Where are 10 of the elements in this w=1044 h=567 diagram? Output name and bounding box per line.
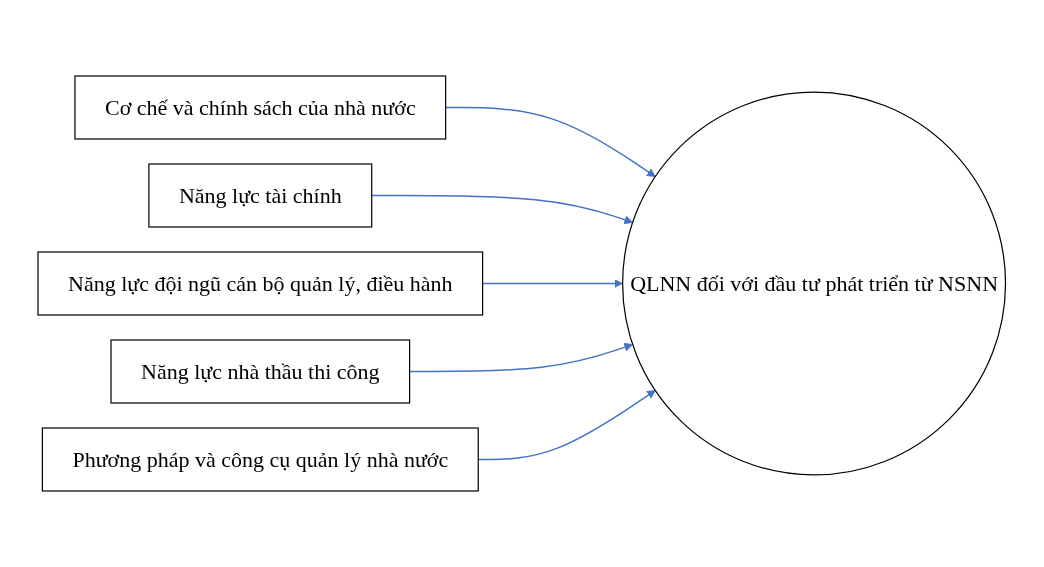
node-circle: QLNN đối với đầu tư phát triển từ NSNN bbox=[622, 91, 1007, 476]
node-box: Cơ chế và chính sách của nhà nước bbox=[74, 75, 447, 140]
node-box: Phương pháp và công cụ quản lý nhà nước bbox=[42, 427, 480, 492]
node-box: Năng lực nhà thầu thi công bbox=[110, 339, 411, 404]
node-box: Năng lực đội ngũ cán bộ quản lý, điều hành bbox=[37, 251, 484, 316]
arrow bbox=[409, 342, 634, 373]
arrow bbox=[371, 194, 634, 225]
arrow bbox=[482, 279, 624, 288]
node-box: Năng lực tài chính bbox=[148, 163, 373, 228]
arrow bbox=[445, 106, 656, 177]
